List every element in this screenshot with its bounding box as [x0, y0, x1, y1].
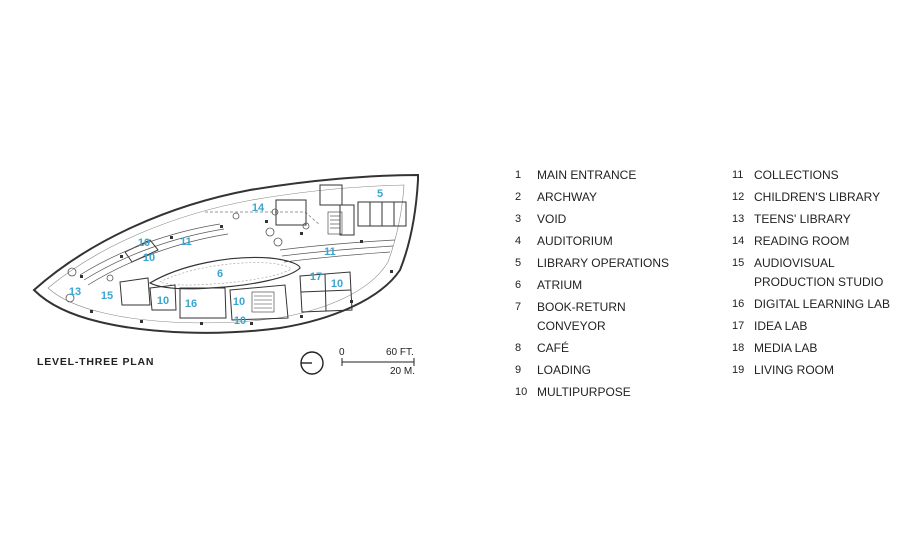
- legend-number: 6: [515, 279, 522, 291]
- stair-cores: [251, 211, 343, 313]
- legend-text: TEENS' LIBRARY: [754, 212, 851, 226]
- room-number-17: 17: [310, 271, 322, 283]
- legend-item: 17 IDEA LAB: [732, 317, 894, 336]
- round-tables: [65, 208, 310, 303]
- legend-number: 3: [515, 213, 522, 225]
- legend-item: 7 BOOK-RETURN CONVEYOR: [515, 298, 677, 336]
- legend-column-2: 11 COLLECTIONS 12 CHILDREN'S LIBRARY 13 TEENS…: [732, 166, 894, 383]
- legend-text: BOOK-RETURN CONVEYOR: [537, 300, 626, 333]
- legend-item: 1 MAIN ENTRANCE: [515, 166, 677, 185]
- room-number-10: 10: [234, 315, 246, 327]
- legend-number: 18: [732, 342, 745, 354]
- room-number-6: 6: [217, 268, 223, 280]
- legend-number: 12: [732, 191, 745, 203]
- legend-text: LIVING ROOM: [754, 363, 835, 377]
- room-number-10: 10: [143, 252, 155, 264]
- legend-number: 14: [732, 235, 745, 247]
- legend-item: 19 LIVING ROOM: [732, 361, 894, 380]
- legend-number: 13: [732, 213, 745, 225]
- room-number-10: 10: [233, 296, 245, 308]
- legend-text: COLLECTIONS: [754, 168, 839, 182]
- scale-bar: 0 60 FT. 20 M.: [300, 347, 415, 377]
- legend-text: ARCHWAY: [537, 190, 597, 204]
- legend-item: 12 CHILDREN'S LIBRARY: [732, 188, 894, 207]
- legend-item: 14 READING ROOM: [732, 232, 894, 251]
- legend-number: 19: [732, 364, 745, 376]
- legend-text: CAFÉ: [537, 341, 570, 355]
- room-number-10: 10: [138, 237, 150, 249]
- building-outline: [32, 173, 419, 334]
- legend-item: 15 AUDIOVISUAL PRODUCTION STUDIO: [732, 254, 894, 292]
- scale-feet-label: 60 FT.: [386, 347, 414, 358]
- legend-text: VOID: [537, 212, 567, 226]
- legend-number: 15: [732, 257, 745, 269]
- legend-text: ATRIUM: [537, 278, 583, 292]
- legend-text: LOADING: [537, 363, 592, 377]
- room-number-11: 11: [324, 246, 336, 258]
- library-operations-rooms: [275, 184, 407, 236]
- legend-number: 16: [732, 298, 745, 310]
- legend-text: CHILDREN'S LIBRARY: [754, 190, 881, 204]
- legend-item: 3 VOID: [515, 210, 677, 229]
- legend-item: 11 COLLECTIONS: [732, 166, 894, 185]
- legend-item: 2 ARCHWAY: [515, 188, 677, 207]
- room-number-11: 11: [180, 236, 192, 248]
- legend-item: 18 MEDIA LAB: [732, 339, 894, 358]
- legend-item: 4 AUDITORIUM: [515, 232, 677, 251]
- legend-text: MEDIA LAB: [754, 341, 818, 355]
- legend-text: READING ROOM: [754, 234, 850, 248]
- reading-room-boundary: [205, 211, 321, 226]
- legend-text: AUDITORIUM: [537, 234, 613, 248]
- room-number-15: 15: [101, 290, 113, 302]
- left-rooms: [119, 239, 353, 321]
- legend-item: 8 CAFÉ: [515, 339, 677, 358]
- legend-text: AUDIOVISUAL PRODUCTION STUDIO: [754, 256, 884, 289]
- plan-title: LEVEL-THREE PLAN: [37, 356, 155, 368]
- legend-item: 10 MULTIPURPOSE: [515, 383, 677, 402]
- legend-item: 13 TEENS' LIBRARY: [732, 210, 894, 229]
- legend-number: 5: [515, 257, 522, 269]
- room-number-14: 14: [252, 202, 265, 214]
- atrium-inner: [159, 262, 292, 286]
- room-number-10: 10: [157, 295, 169, 307]
- legend-number: 9: [515, 364, 522, 376]
- legend-text: MULTIPURPOSE: [537, 385, 631, 399]
- legend-text: IDEA LAB: [754, 319, 808, 333]
- legend-text: MAIN ENTRANCE: [537, 168, 637, 182]
- atrium-outline: [148, 256, 301, 290]
- room-number-13: 13: [69, 286, 81, 298]
- legend-item: 6 ATRIUM: [515, 276, 677, 295]
- legend-number: 1: [515, 169, 522, 181]
- scale-zero-label: 0: [339, 347, 345, 358]
- room-number-labels: 5 14 10 11 10 6 13 15 10 16 10 10 17 10 11: [69, 188, 383, 327]
- legend-number: 11: [732, 169, 744, 181]
- room-number-5: 5: [377, 188, 383, 200]
- legend-item: 16 DIGITAL LEARNING LAB: [732, 295, 894, 314]
- legend-number: 2: [515, 191, 522, 203]
- legend-item: 5 LIBRARY OPERATIONS: [515, 254, 677, 273]
- legend-item: 9 LOADING: [515, 361, 677, 380]
- legend-number: 8: [515, 342, 522, 354]
- room-number-10: 10: [331, 278, 343, 290]
- legend-number: 4: [515, 235, 522, 247]
- scale-meters-label: 20 M.: [390, 366, 415, 377]
- inner-wall-line: [47, 184, 405, 324]
- legend-number: 10: [515, 386, 528, 398]
- legend-number: 17: [732, 320, 745, 332]
- legend-text: DIGITAL LEARNING LAB: [754, 297, 891, 311]
- legend-number: 7: [515, 301, 522, 313]
- columns: [80, 220, 393, 325]
- legend-text: LIBRARY OPERATIONS: [537, 256, 670, 270]
- room-number-16: 16: [185, 298, 197, 310]
- collections-shelving: [79, 223, 396, 286]
